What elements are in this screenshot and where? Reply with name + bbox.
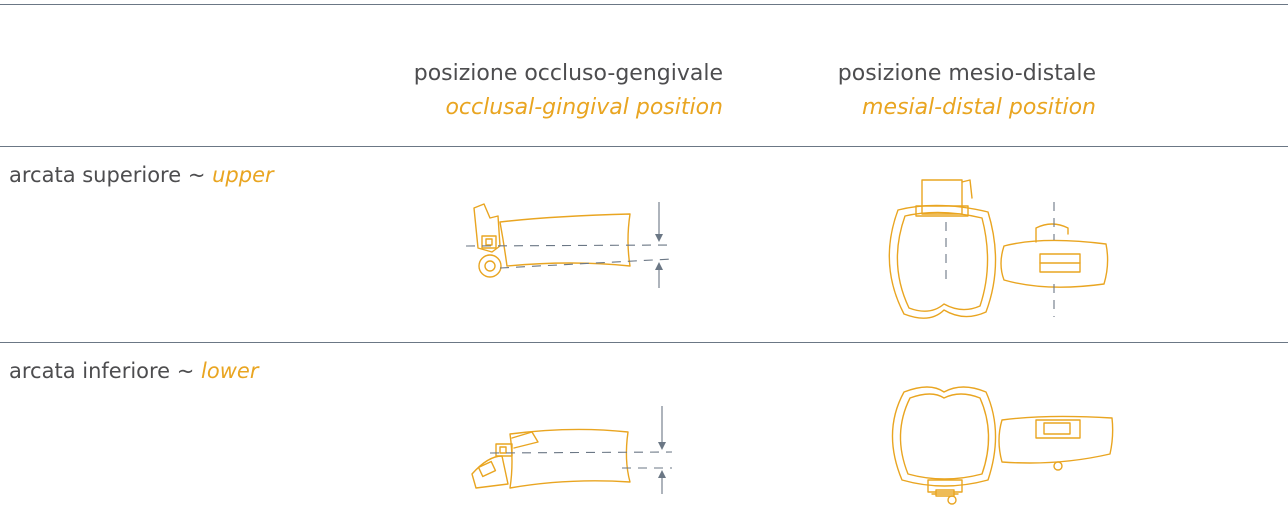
- middle-rule: [0, 342, 1288, 343]
- row-label-upper-it: arcata superiore ~: [9, 163, 213, 187]
- row-label-lower-it: arcata inferiore ~: [9, 359, 202, 383]
- upper-mesial-distal-illustration: [888, 179, 1109, 319]
- upper-occlusal-gingival-illustration: [465, 202, 673, 288]
- row-label-upper: arcata superiore ~ upper: [9, 163, 274, 187]
- row-label-lower: arcata inferiore ~ lower: [9, 359, 258, 383]
- top-rule: [0, 4, 1288, 5]
- column-header-occlusal-it: posizione occluso-gengivale: [413, 61, 723, 86]
- header-rule: [0, 146, 1288, 147]
- column-header-mesial-en: mesial-distal position: [862, 95, 1096, 120]
- lower-mesial-distal-illustration: [891, 386, 1114, 505]
- column-header-occlusal-en: occlusal-gingival position: [445, 95, 723, 120]
- lower-occlusal-gingival-illustration: [471, 406, 673, 494]
- row-label-lower-en: lower: [201, 359, 259, 383]
- row-label-upper-en: upper: [212, 163, 274, 187]
- column-header-mesial-it: posizione mesio-distale: [837, 61, 1096, 86]
